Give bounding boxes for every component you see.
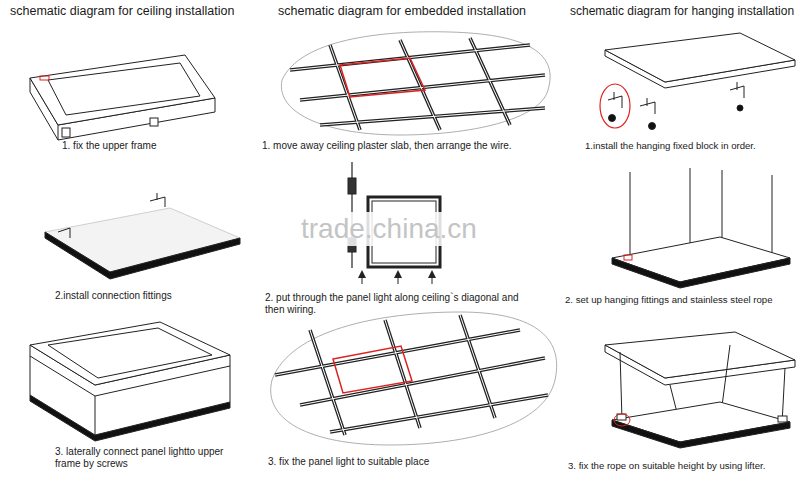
ceiling-grid (281, 32, 550, 135)
red-cell (340, 58, 425, 97)
frame-top (30, 322, 230, 385)
steel-rope (722, 170, 723, 240)
ceiling-outline (271, 312, 557, 445)
steel-rope (722, 345, 730, 406)
hanging-ropes (612, 168, 790, 288)
step-caption: 3. fix the panel light to suitable place (268, 456, 429, 468)
step-caption: 2.install connection fittings (55, 290, 172, 302)
red-circle (600, 84, 630, 128)
red-cell (333, 346, 412, 393)
arrow (362, 274, 363, 284)
panel-edge (45, 232, 240, 279)
panel-face (612, 237, 790, 282)
connection-fitting (150, 193, 165, 207)
ceiling-outline (281, 32, 550, 135)
watermark: trade.china.cn (298, 212, 480, 246)
steel-rope (690, 168, 691, 248)
section-heading: schematic diagram for hanging installati… (570, 4, 794, 18)
fixed-block (730, 82, 744, 98)
step-caption: 1. move away ceiling plaster slab, then … (262, 140, 512, 152)
fixed-block (640, 98, 655, 114)
step-caption: 2. put through the panel light along cei… (265, 292, 523, 316)
arrow (432, 274, 433, 284)
upper-frame (30, 55, 215, 140)
panel-face (612, 402, 790, 442)
red-mark (624, 255, 632, 260)
frame-side-line (95, 396, 96, 435)
steel-rope (772, 175, 773, 255)
red-circle (614, 414, 630, 426)
slab-top (605, 33, 795, 82)
ceiling-grid (271, 312, 557, 445)
panel-with-fittings (45, 193, 240, 279)
panel-edge (30, 395, 230, 441)
step-caption: 3. fix the rope on suitable height by us… (568, 460, 765, 472)
frame-top (30, 55, 215, 125)
frame-and-panel (30, 322, 230, 441)
connection-fitting (58, 228, 70, 238)
frame-opening (48, 328, 212, 378)
step-caption: 1. fix the upper frame (62, 140, 157, 152)
panel-edge (612, 258, 790, 288)
slab-top (605, 332, 795, 378)
hung-panel (605, 332, 795, 448)
section-heading: schematic diagram for ceiling installati… (10, 4, 234, 19)
panel-face (45, 208, 240, 272)
red-mark (40, 76, 49, 80)
frame-side-line (30, 356, 31, 395)
screw (649, 123, 656, 130)
step-caption: 3. laterally connect panel lightto upper… (55, 446, 240, 470)
frame-edge (58, 125, 59, 140)
fixed-block (608, 92, 622, 108)
steel-rope (630, 172, 631, 258)
lifter (778, 416, 787, 422)
frame-tab (150, 118, 158, 126)
frame-opening (48, 63, 200, 115)
step-caption: 1.install the hanging fixed block in ord… (585, 140, 756, 152)
step-caption: 2. set up hanging fittings and stainless… (565, 294, 772, 306)
panel-edge (612, 420, 790, 448)
frame-side-line (230, 366, 231, 402)
steel-rope (620, 352, 622, 420)
screw (609, 115, 616, 122)
arrow (398, 274, 399, 284)
hanging-blocks (600, 33, 795, 130)
frame-tab (62, 128, 70, 137)
section-heading: schematic diagram for embedded installat… (278, 4, 526, 19)
wire-connector (348, 178, 356, 194)
screw (737, 105, 743, 111)
